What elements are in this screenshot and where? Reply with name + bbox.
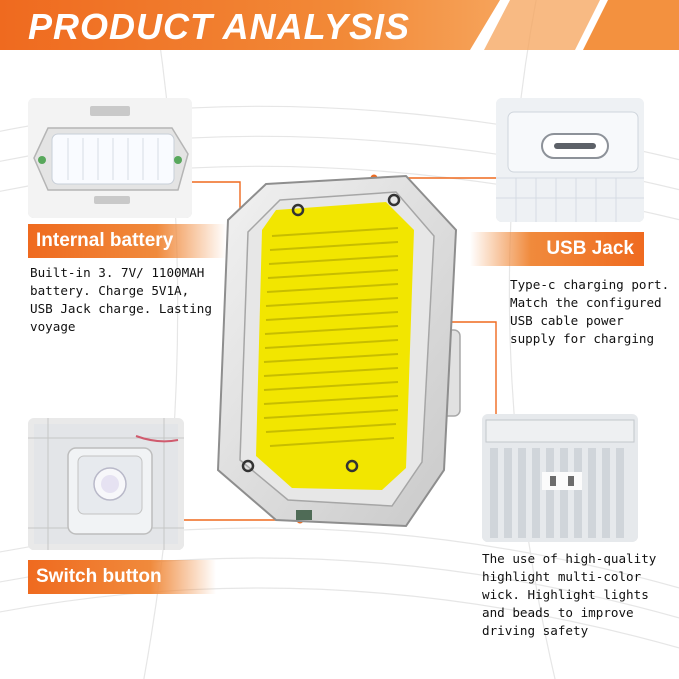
switch-device-image	[28, 418, 184, 550]
internal-battery-photo	[28, 98, 192, 218]
usb-jack-label: USB Jack	[470, 232, 644, 266]
light-wick-description: The use of high-quality highlight multi-…	[482, 551, 657, 638]
strobe-light-device	[216, 174, 461, 528]
internal-battery-description: Built-in 3. 7V/ 1100MAH battery. Charge …	[30, 265, 212, 334]
internal-battery-label: Internal battery	[28, 224, 226, 258]
page-title: PRODUCT ANALYSIS	[28, 6, 411, 47]
switch-button-label: Switch button	[28, 560, 216, 594]
usb-jack-description: Type-c charging port. Match the configur…	[510, 277, 670, 346]
light-wick-photo	[482, 414, 638, 542]
header-banner: PRODUCT ANALYSIS	[0, 0, 679, 56]
switch-button-photo	[28, 418, 184, 550]
banner-shape	[0, 0, 679, 50]
usb-jack-photo	[496, 98, 644, 222]
battery-device-image	[28, 98, 192, 218]
usb-device-image	[496, 98, 644, 222]
wick-device-image	[482, 414, 638, 542]
